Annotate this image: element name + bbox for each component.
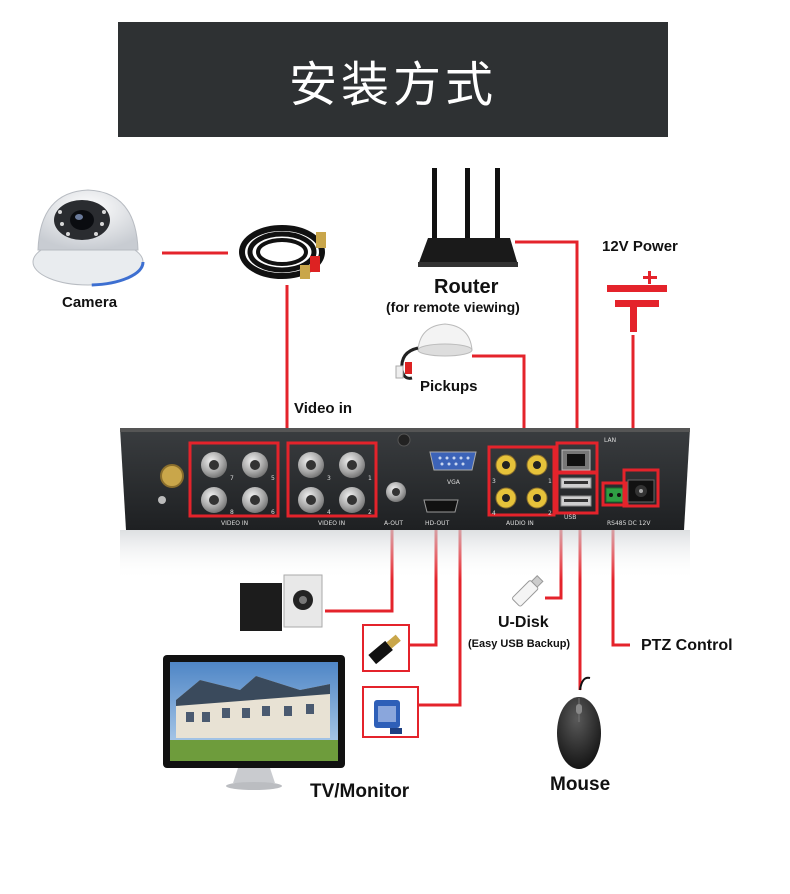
label-tv-monitor: TV/Monitor [310, 781, 410, 802]
label-camera: Camera [62, 294, 118, 311]
label-ptz: PTZ Control [641, 637, 733, 654]
panel-label-audio-in: AUDIO IN [506, 520, 534, 527]
rca-port [526, 454, 548, 476]
bnc-port [298, 487, 324, 513]
monitor-icon [163, 655, 345, 790]
bnc-num: 3 [327, 475, 331, 482]
usb-ports [560, 477, 592, 507]
bnc-num: 2 [368, 509, 372, 516]
usb-drive-icon [512, 575, 544, 607]
panel-label-usb: USB [564, 514, 576, 521]
audio-in-highlight [487, 445, 556, 517]
router-icon [418, 168, 518, 267]
vga-port [429, 451, 477, 471]
panel-label-hdout: HD-OUT [425, 520, 450, 527]
dvr-reflection [120, 530, 690, 580]
audio-num: 4 [492, 510, 496, 517]
bnc-port [339, 487, 365, 513]
label-video-in: Video in [294, 400, 353, 417]
dc-highlight [622, 468, 660, 508]
panel-label-video-in-right: VIDEO IN [318, 520, 345, 527]
bnc-number-labels: 7 5 3 1 8 6 4 2 [230, 475, 372, 516]
label-router: Router [434, 276, 499, 298]
bnc-num: 4 [327, 509, 331, 516]
panel-label-rs485: RS485 [607, 520, 627, 527]
label-router-sub: (for remote viewing) [386, 299, 520, 315]
panel-label-aout: A-OUT [384, 520, 403, 527]
panel-label-dc12v: DC 12V [628, 520, 651, 527]
bnc-port [201, 487, 227, 513]
label-pickups: Pickups [420, 378, 478, 395]
title-banner: 安装方式 [118, 22, 668, 137]
bnc-ports [201, 452, 406, 513]
audio-num: 2 [548, 510, 552, 517]
lan-port [561, 449, 591, 471]
label-power: 12V Power [602, 238, 678, 255]
video-in-highlight-left [188, 441, 280, 518]
power-symbol-icon [607, 271, 667, 332]
panel-label-lan: LAN [604, 437, 616, 444]
rs485-port [605, 487, 625, 503]
bnc-num: 8 [230, 509, 234, 516]
usb-highlight [555, 471, 599, 515]
bnc-num: 1 [368, 475, 372, 482]
bnc-port [201, 452, 227, 478]
bnc-port [242, 452, 268, 478]
vga-cable-icon [362, 686, 419, 738]
bnc-port [242, 487, 268, 513]
bnc-num: 6 [271, 509, 275, 516]
rs485-highlight [601, 481, 629, 507]
label-udisk-sub: (Easy USB Backup) [468, 638, 571, 650]
line-router-lan [515, 240, 579, 443]
label-udisk: U-Disk [498, 614, 549, 631]
banner-title: 安装方式 [288, 56, 497, 113]
audio-in-ports [495, 454, 548, 509]
dc-power-port [627, 479, 655, 503]
pickup-icon [395, 323, 473, 380]
panel-label-video-in-left: VIDEO IN [221, 520, 248, 527]
bnc-cable-icon [239, 225, 326, 279]
video-in-highlight-right [286, 441, 378, 518]
audio-num: 1 [548, 478, 552, 485]
panel-label-vga: VGA [447, 479, 461, 486]
mouse-icon [557, 676, 601, 769]
audio-num: 3 [492, 478, 496, 485]
hdmi-port [423, 499, 459, 513]
bnc-port [298, 452, 324, 478]
camera-icon [31, 189, 145, 287]
line-pickups [472, 354, 526, 447]
rca-port [526, 487, 548, 509]
bnc-num: 7 [230, 475, 234, 482]
rca-port [495, 487, 517, 509]
aout-port [386, 482, 406, 502]
rca-port [495, 454, 517, 476]
bnc-port [339, 452, 365, 478]
hdmi-cable-icon [362, 624, 410, 672]
bnc-num: 5 [271, 475, 275, 482]
speaker-icon [240, 574, 323, 631]
label-mouse: Mouse [550, 774, 611, 795]
